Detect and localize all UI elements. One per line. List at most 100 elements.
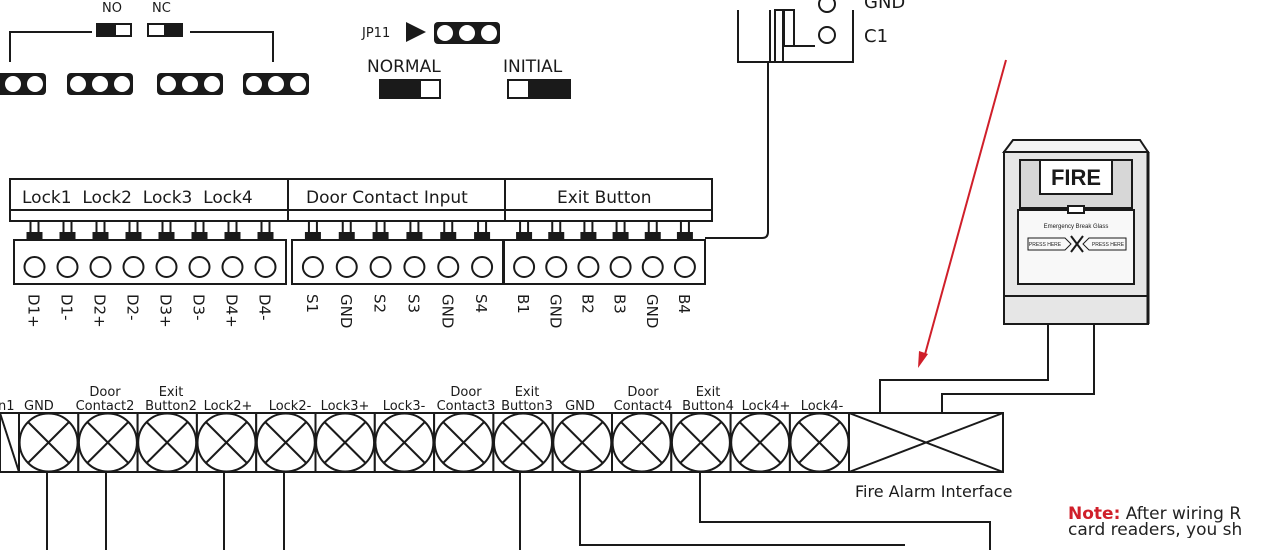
terminal-pin-label: D3- bbox=[190, 294, 208, 321]
terminal-pin-label: D4+ bbox=[223, 294, 241, 328]
terminal-screw bbox=[59, 220, 76, 241]
terminal-screw bbox=[338, 220, 355, 241]
terminal-pin-label: D2- bbox=[124, 294, 142, 321]
relay-gnd-label: GND bbox=[864, 0, 905, 13]
terminal-socket bbox=[641, 256, 664, 278]
terminal-screw bbox=[516, 220, 533, 241]
terminal-pin-label: D4- bbox=[256, 294, 274, 321]
terminal-socket bbox=[254, 256, 277, 278]
terminal-socket bbox=[221, 256, 244, 278]
note-line2: card readers, you sh bbox=[1068, 520, 1243, 539]
terminal-socket bbox=[403, 256, 426, 278]
bottom-label-line2: Button3 bbox=[501, 399, 553, 414]
bottom-terminal-cell bbox=[18, 412, 80, 473]
bottom-label-line2: Lock4- bbox=[801, 399, 844, 414]
bottom-terminal-cell bbox=[729, 412, 791, 473]
fire-alarm-interface-box bbox=[848, 412, 1004, 473]
terminal-pin-label: GND bbox=[438, 294, 456, 328]
terminal-screw bbox=[257, 220, 274, 241]
press-here-graphic bbox=[1027, 235, 1127, 253]
relay-c1-label: C1 bbox=[864, 26, 888, 47]
terminal-pin-label: S1 bbox=[303, 294, 321, 313]
bottom-label-line1: Door bbox=[89, 385, 121, 400]
bottom-terminal-cell bbox=[433, 412, 495, 473]
terminal-sockets bbox=[13, 239, 706, 285]
terminal-pin-label: B3 bbox=[611, 294, 629, 314]
bottom-label-line1: Exit bbox=[159, 385, 184, 400]
pin-header-2 bbox=[157, 73, 223, 95]
pin-header-0 bbox=[0, 73, 46, 95]
bottom-wires bbox=[46, 472, 991, 550]
terminal-socket bbox=[471, 256, 494, 278]
jumper-no-label: NO bbox=[102, 1, 122, 16]
terminal-socket bbox=[188, 256, 211, 278]
terminal-socket bbox=[609, 256, 632, 278]
bottom-terminal-cell bbox=[255, 412, 317, 473]
initial-switch bbox=[507, 79, 571, 99]
terminal-screw bbox=[125, 220, 142, 241]
bottom-label-line2: Lock3- bbox=[383, 399, 426, 414]
terminal-screw bbox=[548, 220, 565, 241]
terminal-pin-label: S3 bbox=[404, 294, 422, 313]
pin-header-row bbox=[0, 73, 309, 95]
terminal-screw bbox=[26, 220, 43, 241]
terminal-screw bbox=[372, 220, 389, 241]
terminal-pin-label: B1 bbox=[514, 294, 532, 314]
bottom-label-line1: Exit bbox=[696, 385, 721, 400]
terminal-pin-label: D1- bbox=[58, 294, 76, 321]
jp11-header-pins bbox=[434, 22, 500, 44]
bottom-terminal-strip bbox=[0, 412, 851, 473]
note-line1: After wiring R bbox=[1120, 506, 1242, 524]
bottom-label-line2: Lock3+ bbox=[321, 399, 370, 414]
terminal-screws bbox=[26, 220, 693, 241]
terminal-pin-label: S4 bbox=[472, 294, 490, 313]
terminal-pin-label: S2 bbox=[371, 294, 389, 313]
bottom-label-line2: Lock2+ bbox=[204, 399, 253, 414]
initial-label: INITIAL bbox=[503, 57, 563, 77]
normal-label: NORMAL bbox=[367, 57, 441, 77]
bottom-terminal-cell bbox=[670, 412, 732, 473]
terminal-socket bbox=[89, 256, 112, 278]
terminal-socket bbox=[56, 256, 79, 278]
terminal-screw bbox=[304, 220, 321, 241]
note-text: Note: After wiring R card readers, you s… bbox=[1068, 506, 1270, 538]
terminal-pin-label: GND bbox=[337, 294, 355, 328]
bottom-terminal-cell bbox=[551, 412, 614, 473]
terminal-socket bbox=[155, 256, 178, 278]
terminal-dividers bbox=[10, 179, 712, 221]
jp11-pin-header bbox=[434, 22, 500, 44]
normal-switch bbox=[379, 79, 441, 99]
terminal-socket bbox=[301, 256, 324, 278]
door-contact-header: Door Contact Input bbox=[306, 188, 468, 208]
terminal-screw bbox=[440, 220, 457, 241]
terminal-socket bbox=[122, 256, 145, 278]
terminal-socket bbox=[335, 256, 358, 278]
jp11-arrow-icon bbox=[406, 22, 426, 42]
bottom-terminal-cell bbox=[611, 412, 673, 473]
bottom-label-line2: GND bbox=[565, 399, 595, 414]
bottom-label-line1: Door bbox=[450, 385, 482, 400]
terminal-screw bbox=[474, 220, 491, 241]
bottom-terminal-cell bbox=[195, 412, 258, 473]
terminal-socket bbox=[545, 256, 568, 278]
jumper-switch-nc bbox=[147, 23, 183, 37]
bottom-label-line2: Button2 bbox=[145, 399, 197, 414]
bottom-label-line2: GND bbox=[24, 399, 54, 414]
press-here-right: PRESS HERE bbox=[1092, 242, 1125, 248]
fire-title: FIRE bbox=[1051, 165, 1101, 190]
bottom-label-line2: Lock4+ bbox=[742, 399, 791, 414]
lock-group-header: Lock1 Lock2 Lock3 Lock4 bbox=[22, 188, 253, 208]
jumper-nc-label: NC bbox=[152, 1, 171, 16]
terminal-screw bbox=[644, 220, 661, 241]
relay-block bbox=[737, 0, 854, 63]
terminal-pin-label: D1+ bbox=[25, 294, 43, 328]
terminal-screw bbox=[92, 220, 109, 241]
jumper-bracket bbox=[9, 31, 274, 62]
terminal-screw bbox=[406, 220, 423, 241]
bottom-label-line1: Exit bbox=[515, 385, 540, 400]
terminal-block-frame bbox=[9, 178, 713, 222]
fire-alarm-interface-label: Fire Alarm Interface bbox=[855, 482, 1012, 501]
exit-button-header: Exit Button bbox=[557, 188, 652, 208]
